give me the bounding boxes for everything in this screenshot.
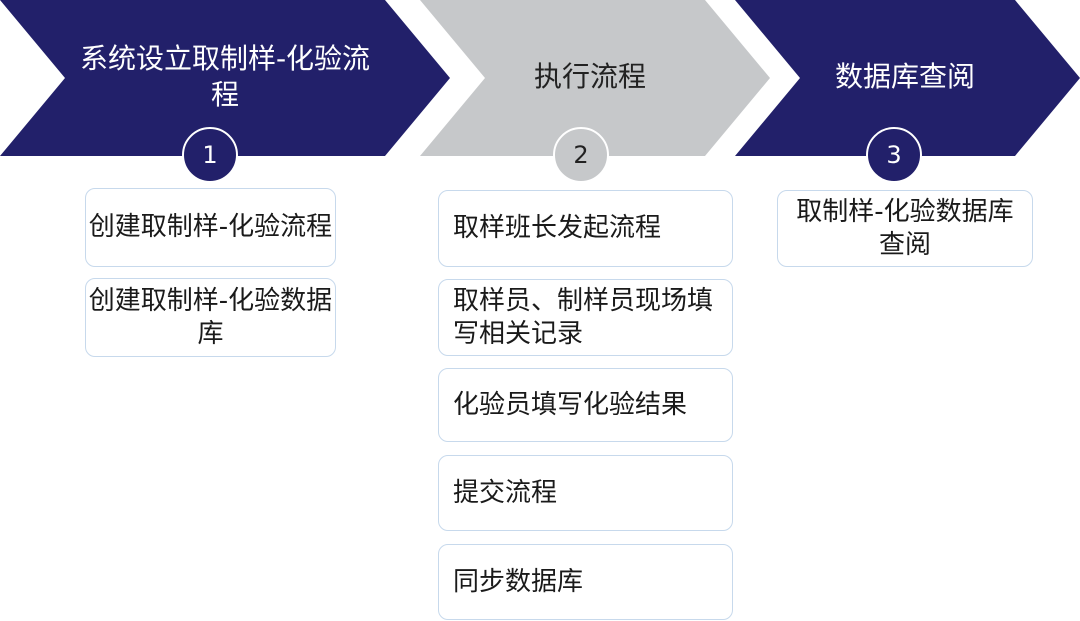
- stage-1-step: 创建取制样-化验数据库: [85, 278, 336, 357]
- stage-2-title: 执行流程: [533, 60, 646, 93]
- stage-3-number-badge: 3: [866, 127, 922, 183]
- stage-2-step: 同步数据库: [438, 544, 733, 620]
- stage-1-chevron: [0, 0, 450, 156]
- stage-3-step: 取制样-化验数据库查阅: [777, 190, 1033, 267]
- stage-2-step: 提交流程: [438, 455, 733, 531]
- stage-2-step: 化验员填写化验结果: [438, 368, 733, 442]
- stage-1-title: 系统设立取制样-化验流程: [79, 42, 371, 111]
- stage-3-chevron: [735, 0, 1080, 156]
- stage-2-step: 取样员、制样员现场填写相关记录: [438, 279, 733, 356]
- stage-2-number-badge: 2: [553, 127, 609, 183]
- stage-1-number-badge: 1: [182, 127, 238, 183]
- stage-2-step: 取样班长发起流程: [438, 190, 733, 267]
- stage-arrows: [0, 0, 1080, 156]
- stage-3-title: 数据库查阅: [834, 60, 975, 93]
- stage-1-step: 创建取制样-化验流程: [85, 188, 336, 267]
- stage-2-chevron: [420, 0, 770, 156]
